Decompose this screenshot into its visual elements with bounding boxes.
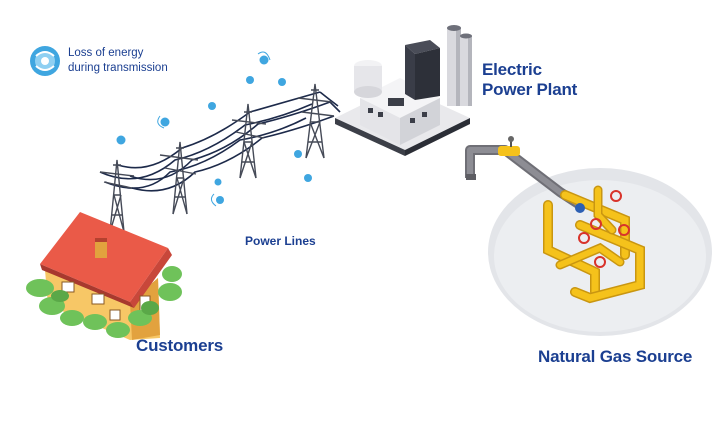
gas-manifold [543,185,645,304]
energy-loss-orbs [116,51,312,207]
pylons [99,83,335,233]
legend-text: Loss of energy during transmission [68,46,168,76]
power-plant-label-line-1: Electric [482,60,542,79]
pylon-4 [297,83,335,159]
gas-valves [575,190,630,268]
customers-label: Customers [136,336,224,355]
power-plant [335,25,472,156]
power-line-wires [99,91,341,192]
legend-line-1: Loss of energy [68,47,144,59]
energy-loss-orb-icon [30,46,60,76]
pylon-2 [159,141,199,215]
pylon-3 [231,103,267,179]
pylon-1 [99,159,135,233]
natural-gas-source-label: Natural Gas Source [538,347,693,366]
power-plant-label: Electric Power Plant [482,60,577,100]
power-plant-label-line-2: Power Plant [482,80,578,99]
shrubs [26,266,182,338]
legend-line-2: during transmission [68,62,168,74]
power-lines-label: Power Lines [245,234,316,248]
